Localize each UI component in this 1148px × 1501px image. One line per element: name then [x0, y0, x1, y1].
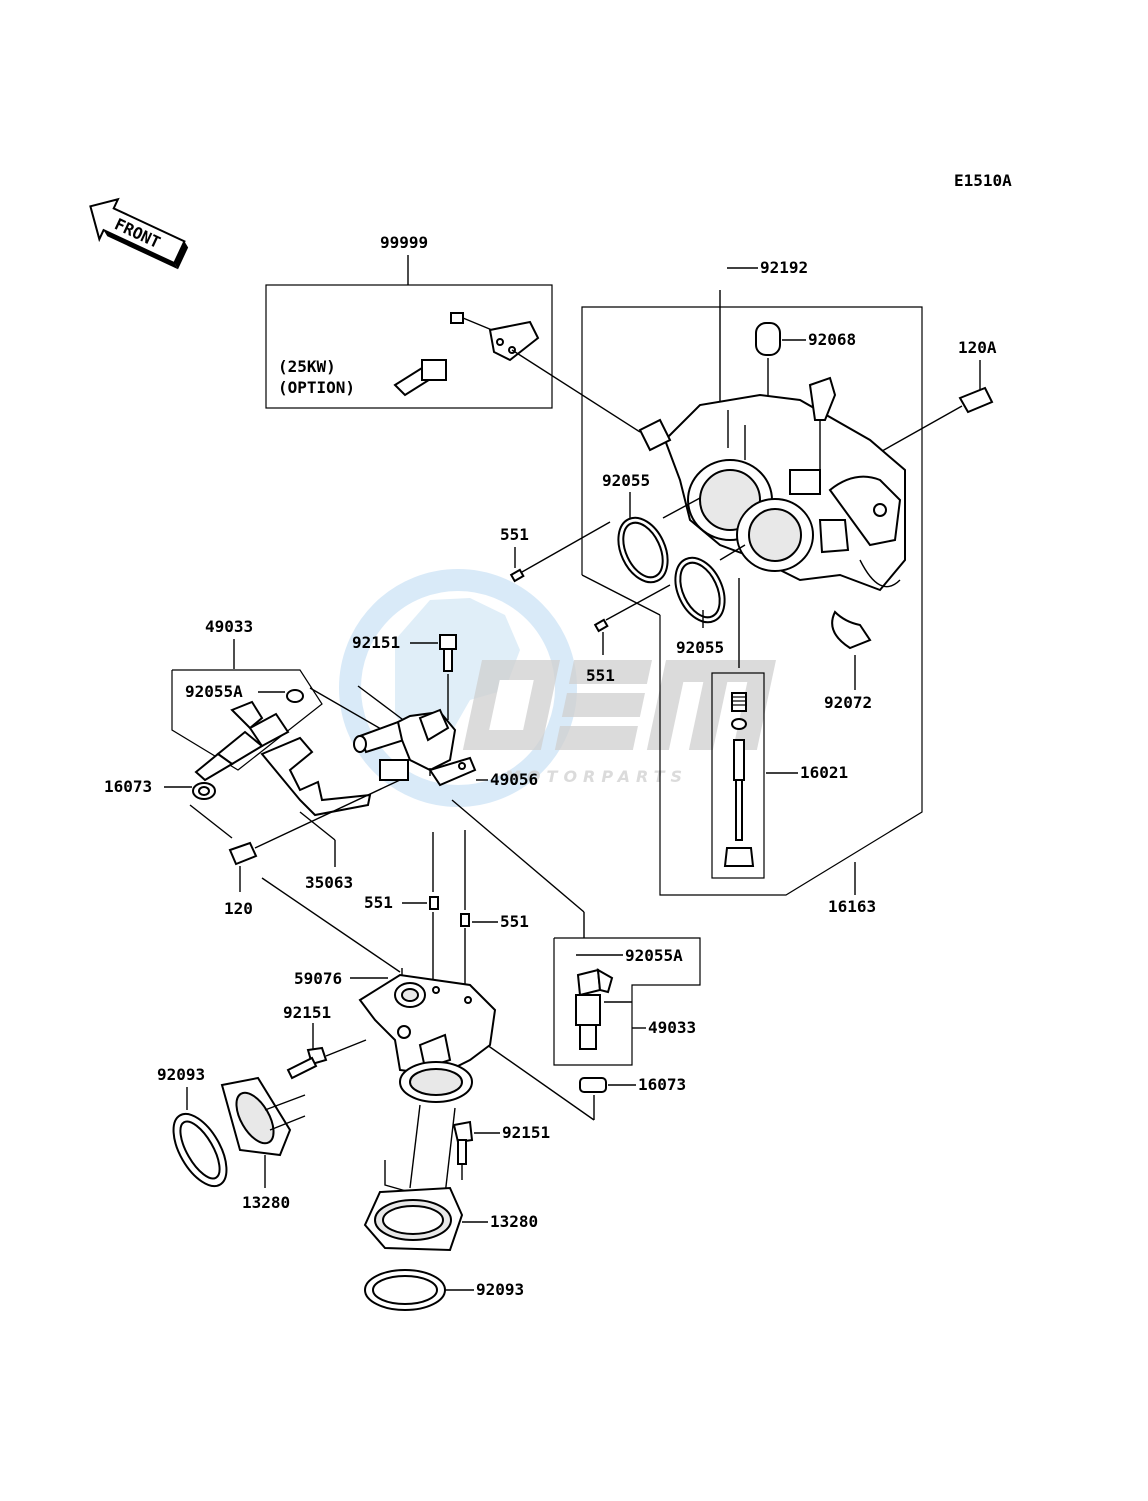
label-551-d: 551	[500, 912, 529, 931]
label-92151-a: 92151	[352, 633, 400, 652]
label-13280-a: 13280	[242, 1193, 290, 1212]
injector-group-49033-b: 92055A 49033	[451, 799, 701, 1066]
label-92055-top: 92055	[602, 471, 650, 490]
fuel-rail-49056: 92151 49056	[352, 633, 538, 789]
label-99999: 99999	[380, 233, 428, 252]
label-551-c: 551	[364, 893, 393, 912]
screw-assembly-16021: 16021	[711, 578, 848, 879]
cap-92068: 92068	[755, 322, 856, 418]
label-92192: 92192	[760, 258, 808, 277]
diagram-code: E1510A	[954, 171, 1012, 190]
label-16073-a: 16073	[104, 777, 152, 796]
label-49033-b: 49033	[648, 1018, 696, 1037]
holder-group-b: 13280 92093	[363, 1104, 538, 1311]
label-13280-b: 13280	[490, 1212, 538, 1231]
label-35063: 35063	[305, 873, 353, 892]
throttle-body-main	[638, 376, 906, 592]
label-92151-b: 92151	[283, 1003, 331, 1022]
label-92055-b: 92055	[676, 638, 724, 657]
label-16073-b: 16073	[638, 1075, 686, 1094]
lower-body-59076: 59076	[294, 968, 497, 1103]
dowels-551-lower: 551 551	[364, 830, 529, 985]
label-92151-c: 92151	[502, 1123, 550, 1142]
bolt-120: 120	[224, 841, 401, 973]
dowels-551-upper: 551 551	[500, 521, 671, 685]
label-16163: 16163	[828, 897, 876, 916]
label-92093-b: 92093	[476, 1280, 524, 1299]
injector-group-49033-a: 49033 92055A	[171, 617, 401, 782]
label-16021: 16021	[800, 763, 848, 782]
label-551-b: 551	[586, 666, 615, 685]
label-49056: 49056	[490, 770, 538, 789]
clamp-92072: 92072	[824, 610, 872, 712]
assembly-box-16163: 16163	[581, 306, 923, 916]
bolt-92151-b: 92151	[283, 1003, 367, 1080]
label-92093-a: 92093	[157, 1065, 205, 1084]
label-49033-a: 49033	[205, 617, 253, 636]
bracket-35063: 35063	[254, 736, 401, 892]
label-120: 120	[224, 899, 253, 918]
label-551-a: 551	[500, 525, 529, 544]
label-92072: 92072	[824, 693, 872, 712]
option-line1: (25KW)	[278, 357, 336, 376]
option-line2: (OPTION)	[278, 378, 355, 397]
option-box: 99999 (25KW) (OPTION)	[265, 233, 641, 433]
bolt-120A: 120A	[874, 338, 997, 456]
hose-92192: 92192	[609, 189, 808, 448]
label-92055A-b: 92055A	[625, 946, 683, 965]
label-120A: 120A	[958, 338, 997, 357]
holder-group-a: 92093 13280	[157, 1065, 306, 1212]
label-92055A-a: 92055A	[185, 682, 243, 701]
label-92068: 92068	[808, 330, 856, 349]
front-arrow-icon: FRONT	[89, 197, 189, 270]
o-rings-92055: 92055 92055	[602, 471, 746, 657]
label-59076: 59076	[294, 969, 342, 988]
seal-16073-b: 16073	[479, 1039, 686, 1121]
bolt-92151-c: 92151	[452, 1120, 550, 1180]
seal-16073-a: 16073	[104, 777, 233, 839]
watermark-sub: MOTORPARTS	[505, 767, 688, 786]
